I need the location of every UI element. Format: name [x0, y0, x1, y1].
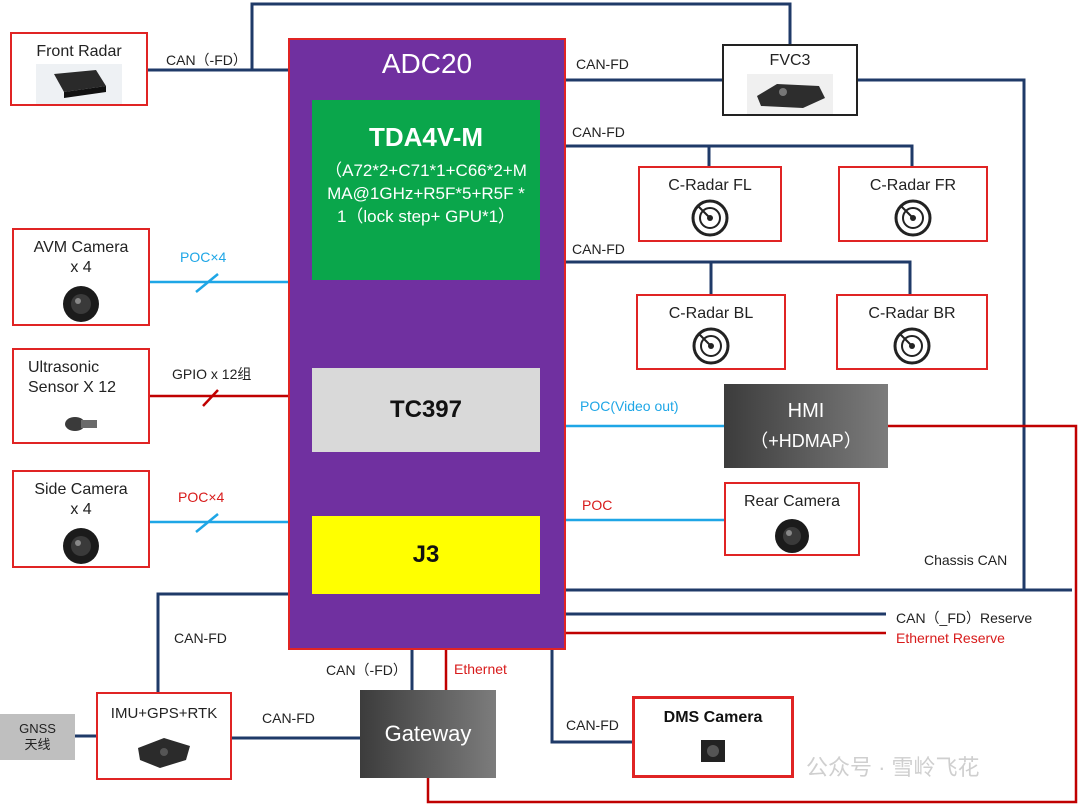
- c-radar-br-label: C-Radar BR: [868, 305, 956, 322]
- side-camera-label: Side Camera x 4: [34, 481, 128, 518]
- line-fvc-chassis: [858, 78, 1026, 590]
- fvc3-label: FVC3: [769, 52, 811, 69]
- line-c-radar-back: [566, 260, 912, 294]
- link-ultrasonic-label: GPIO x 12组: [172, 366, 252, 382]
- c-radar-bl-label: C-Radar BL: [668, 305, 754, 322]
- camera-icon: [701, 740, 725, 762]
- gnss-box: GNSS 天线: [0, 714, 75, 760]
- link-front-radar-label: CAN（-FD）: [166, 52, 247, 68]
- c-radar-fr-label: C-Radar FR: [869, 177, 957, 194]
- c-radar-fl-label: C-Radar FL: [668, 177, 752, 194]
- gateway-box: Gateway: [360, 690, 496, 778]
- line-ethernet-loop: [426, 424, 1078, 804]
- link-rear-label: POC: [582, 497, 613, 513]
- ultrasonic-label: Ultrasonic Sensor X 12: [28, 359, 117, 396]
- link-dms-label: CAN-FD: [566, 717, 619, 733]
- side-camera-box: Side Camera x 4: [12, 470, 150, 568]
- front-radar-box: Front Radar: [10, 32, 148, 106]
- tda4vm-title: TDA4V-M: [368, 122, 484, 152]
- avm-camera-label: AVM Camera x 4: [33, 239, 129, 276]
- link-eth-reserve-label: Ethernet Reserve: [896, 630, 1005, 646]
- rear-camera-box: Rear Camera: [724, 482, 860, 556]
- link-gateway-can-label: CAN（-FD）: [326, 662, 407, 678]
- imu-label: IMU+GPS+RTK: [110, 705, 218, 722]
- fisheye-camera-icon: [63, 286, 99, 322]
- gateway-label: Gateway: [384, 721, 472, 746]
- watermark: 公众号 · 雪岭飞花: [806, 755, 980, 780]
- hmi-box: HMI （+HDMAP）: [724, 384, 888, 468]
- tc397-block: TC397: [312, 368, 540, 452]
- hmi-title: HMI: [787, 400, 825, 422]
- radar-icon: [692, 327, 730, 365]
- ultrasonic-box: Ultrasonic Sensor X 12: [12, 348, 150, 444]
- link-chassis-label: Chassis CAN: [924, 552, 1008, 568]
- radar-icon: [894, 199, 932, 237]
- fisheye-camera-icon: [775, 519, 809, 553]
- camera-module-icon: [747, 74, 833, 114]
- avm-camera-box: AVM Camera x 4: [12, 228, 150, 326]
- c-radar-fr-box: C-Radar FR: [838, 166, 988, 242]
- front-radar-label: Front Radar: [36, 43, 122, 60]
- gnss-label: GNSS 天线: [19, 721, 56, 752]
- j3-block: J3: [312, 516, 540, 594]
- j3-title: J3: [412, 541, 440, 568]
- dms-camera-box: DMS Camera: [632, 696, 794, 778]
- link-side-label: POC×4: [178, 489, 225, 505]
- link-c-radar-front-label: CAN-FD: [572, 124, 625, 140]
- radar-sensor-icon: [36, 64, 122, 104]
- tda4vm-desc: （A72*2+C71*1+C66*2+MMA@1GHz+R5F*5+R5F *1…: [325, 161, 527, 226]
- radar-icon: [691, 199, 729, 237]
- dms-camera-label: DMS Camera: [663, 709, 763, 726]
- link-imu-gateway-label: CAN-FD: [262, 710, 315, 726]
- link-c-radar-back-label: CAN-FD: [572, 241, 625, 257]
- tc397-title: TC397: [389, 396, 463, 423]
- line-c-radar-front: [566, 144, 914, 166]
- rear-camera-label: Rear Camera: [743, 493, 841, 510]
- fvc3-box: FVC3: [722, 44, 858, 116]
- link-can-reserve-label: CAN（_FD）Reserve: [896, 610, 1033, 626]
- c-radar-bl-box: C-Radar BL: [636, 294, 786, 370]
- tda4vm-block: TDA4V-M （A72*2+C71*1+C66*2+MMA@1GHz+R5F*…: [312, 100, 540, 280]
- adc20-title: ADC20: [381, 48, 473, 79]
- hmi-subtitle: （+HDMAP）: [750, 431, 862, 451]
- imu-module-icon: [138, 738, 190, 768]
- line-top-loop: [250, 2, 792, 70]
- link-fvc-label: CAN-FD: [576, 56, 629, 72]
- fisheye-camera-icon: [63, 528, 99, 564]
- link-avm-label: POC×4: [180, 249, 227, 265]
- c-radar-br-box: C-Radar BR: [836, 294, 988, 370]
- link-gateway-eth-label: Ethernet: [454, 661, 507, 677]
- c-radar-fl-box: C-Radar FL: [638, 166, 782, 242]
- imu-box: IMU+GPS+RTK: [96, 692, 232, 780]
- line-imu-up: [156, 592, 288, 692]
- ultrasonic-sensor-icon: [65, 417, 97, 431]
- link-imu-up-label: CAN-FD: [174, 630, 227, 646]
- radar-icon: [893, 327, 931, 365]
- link-hmi-label: POC(Video out): [580, 398, 679, 414]
- line-dms: [550, 650, 632, 744]
